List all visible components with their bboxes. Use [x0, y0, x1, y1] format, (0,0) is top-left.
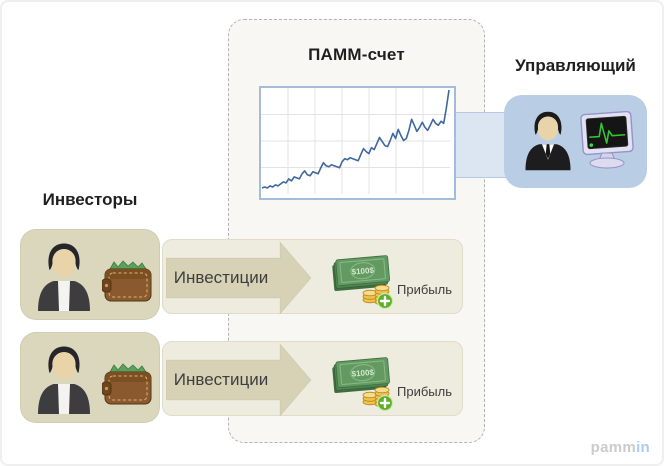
investment-arrow-label: Инвестиции — [173, 370, 269, 389]
money-profit-icon: $100$ — [332, 255, 394, 310]
banknote-text: $100$ — [351, 266, 374, 277]
wallet-icon — [102, 260, 152, 302]
investment-arrow-icon — [166, 343, 312, 417]
manager-label: Управляющий — [515, 56, 636, 75]
watermark-gray-text: pamm — [590, 439, 637, 456]
profit-label: Прибыль — [397, 383, 452, 399]
plus-badge-icon — [376, 394, 394, 412]
wallet-icon — [102, 363, 152, 405]
manager-person-icon — [525, 111, 571, 171]
pamm-chart — [261, 88, 450, 194]
investor-box — [20, 332, 160, 423]
profit-label: Прибыль — [397, 281, 452, 297]
manager-box — [504, 95, 647, 188]
pamm-chart-frame — [259, 86, 456, 200]
investment-arrow-label: Инвестиции — [173, 268, 269, 287]
plus-badge-icon — [376, 292, 394, 310]
investor-box — [20, 229, 160, 320]
watermark-accent-text: in — [636, 439, 650, 456]
investors-label: Инвесторы — [42, 190, 138, 209]
chart-to-manager-connector — [456, 112, 506, 178]
investor-person-icon — [38, 243, 90, 311]
monitor-chart-icon — [580, 111, 634, 169]
investor-person-icon — [38, 346, 90, 414]
money-profit-icon: $100$ — [332, 357, 394, 412]
pammin-watermark: pammin — [591, 439, 650, 456]
banknote-text: $100$ — [351, 368, 374, 379]
pamm-account-title: ПАММ-счет — [308, 45, 405, 64]
investment-arrow-icon — [166, 241, 312, 315]
